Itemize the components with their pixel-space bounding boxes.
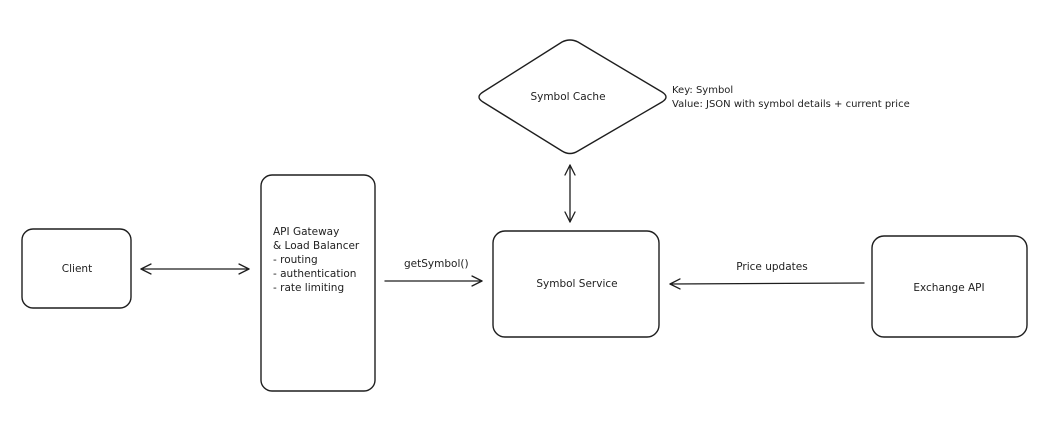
symbol-service-label: Symbol Service — [536, 278, 617, 290]
gateway-title-line1: API Gateway — [273, 226, 339, 238]
symbol-cache-label: Symbol Cache — [530, 91, 605, 103]
client-label: Client — [62, 263, 92, 275]
symbol-cache-node[interactable]: Symbol Cache — [478, 39, 667, 155]
client-node[interactable]: Client — [21, 228, 132, 309]
api-gateway-node[interactable]: API Gateway & Load Balancer - routing - … — [260, 174, 376, 392]
exchange-service-arrow — [669, 278, 865, 290]
gateway-feature-routing: - routing — [273, 254, 318, 266]
price-updates-label: Price updates — [736, 261, 807, 273]
gateway-title-line2: & Load Balancer — [273, 240, 360, 252]
exchange-api-label: Exchange API — [913, 282, 984, 294]
cache-note-key: Key: Symbol — [672, 85, 733, 96]
symbol-service-node[interactable]: Symbol Service — [492, 230, 660, 338]
cache-note-value: Value: JSON with symbol details + curren… — [672, 99, 910, 110]
gateway-feature-rate-limiting: - rate limiting — [273, 282, 344, 294]
cache-note: Key: Symbol Value: JSON with symbol deta… — [672, 85, 910, 110]
gateway-feature-authentication: - authentication — [273, 268, 356, 280]
exchange-api-node[interactable]: Exchange API — [871, 235, 1028, 338]
get-symbol-label: getSymbol() — [404, 258, 469, 270]
